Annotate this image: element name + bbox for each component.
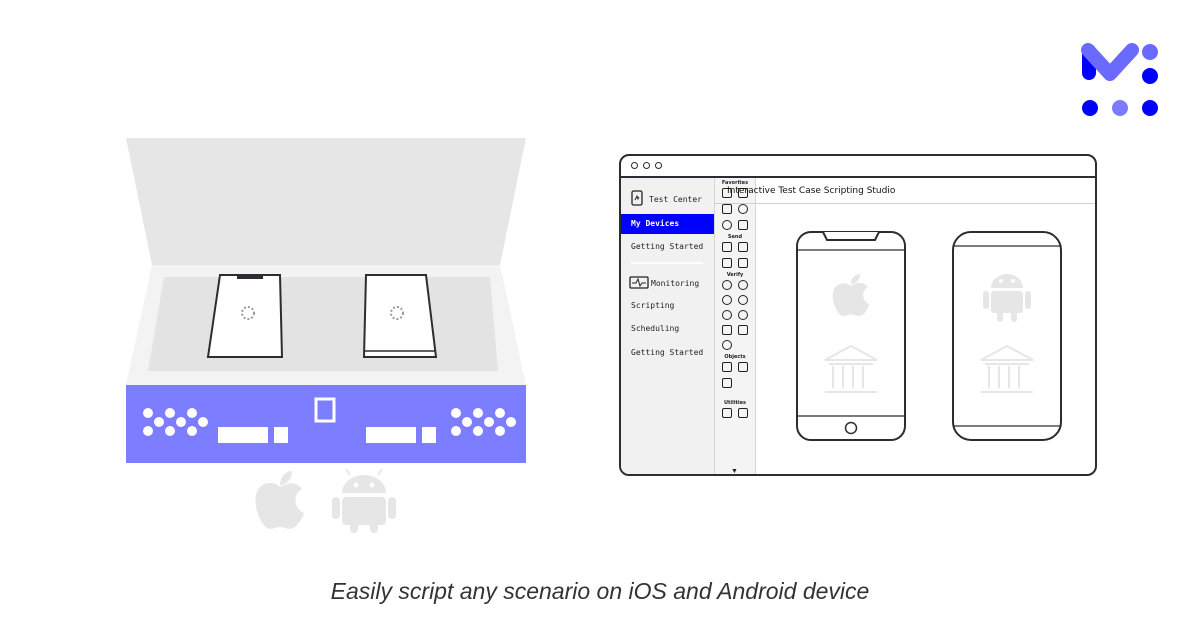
box-android-phone <box>362 274 438 358</box>
sidebar-item-label: My Devices <box>631 219 680 228</box>
megaphone-icon[interactable] <box>722 258 732 268</box>
check-icon[interactable] <box>722 310 732 320</box>
sidebar-item-getting-started[interactable]: Getting Started <box>631 242 704 251</box>
edit-document-icon[interactable] <box>738 362 748 372</box>
bank-icon <box>980 344 1034 393</box>
home-icon[interactable] <box>722 408 732 418</box>
brand-logo <box>1081 43 1158 116</box>
palette-section-objects: Objects <box>724 354 746 360</box>
title-divider <box>714 203 1095 204</box>
studio-window: Test Center My Devices Getting Started M… <box>619 154 1097 476</box>
chevron-down-icon[interactable]: ▼ <box>731 468 738 475</box>
sidebar-item-test-center[interactable]: Test Center <box>649 195 702 204</box>
android-preview[interactable] <box>951 230 1063 444</box>
text-icon[interactable] <box>738 242 748 252</box>
caption: Easily script any scenario on iOS and An… <box>330 578 870 604</box>
edit-icon[interactable] <box>722 242 732 252</box>
palette-section-verify: Verify <box>726 272 744 278</box>
palette-section-utilities: Utilities <box>723 400 747 406</box>
document-icon[interactable] <box>722 362 732 372</box>
window-dot[interactable] <box>631 162 638 169</box>
window-dot[interactable] <box>643 162 650 169</box>
filter-icon[interactable] <box>722 325 732 335</box>
gear-icon[interactable] <box>722 220 732 230</box>
action-palette: Favorites Send Verify Objects Utilities … <box>714 178 756 474</box>
apple-icon <box>255 471 304 529</box>
device-box-illustration <box>126 138 526 533</box>
apple-icon <box>832 274 869 316</box>
check-icon[interactable] <box>738 204 748 214</box>
sidebar-item-my-devices[interactable]: My Devices <box>621 214 714 234</box>
monitor-icon <box>629 276 649 289</box>
window-dot[interactable] <box>655 162 662 169</box>
text-icon[interactable] <box>722 188 732 198</box>
gear-icon[interactable] <box>738 280 748 290</box>
sidebar-item-scripting[interactable]: Scripting <box>631 301 675 310</box>
palette-section-send: Send <box>727 234 743 240</box>
pipette-icon[interactable] <box>722 378 732 388</box>
image-icon[interactable] <box>738 325 748 335</box>
search-icon[interactable] <box>738 220 748 230</box>
sidebar-item-monitoring[interactable]: Monitoring <box>651 279 700 288</box>
window-title: Interactive Test Case Scripting Studio <box>727 186 896 196</box>
sidebar: Test Center My Devices Getting Started M… <box>621 178 714 474</box>
screen-icon[interactable] <box>738 258 748 268</box>
box-iphone <box>206 274 284 358</box>
sidebar-item-getting-started[interactable]: Getting Started <box>631 348 704 357</box>
gear-icon[interactable] <box>722 340 732 350</box>
palette-section-favorites: Favorites <box>721 180 749 186</box>
grid-icon[interactable] <box>722 204 732 214</box>
iphone-preview[interactable] <box>795 230 907 444</box>
sun-icon[interactable] <box>722 280 732 290</box>
sidebar-item-scheduling[interactable]: Scheduling <box>631 324 680 333</box>
window-titlebar <box>621 156 1095 178</box>
device-icon <box>631 190 643 206</box>
clock-icon[interactable] <box>738 295 748 305</box>
android-icon <box>332 468 396 533</box>
edit-icon[interactable] <box>738 188 748 198</box>
cancel-icon[interactable] <box>738 310 748 320</box>
sidebar-divider <box>631 262 703 264</box>
bank-icon <box>824 344 878 393</box>
refresh-icon[interactable] <box>722 295 732 305</box>
android-icon <box>983 274 1031 322</box>
download-icon[interactable] <box>738 408 748 418</box>
